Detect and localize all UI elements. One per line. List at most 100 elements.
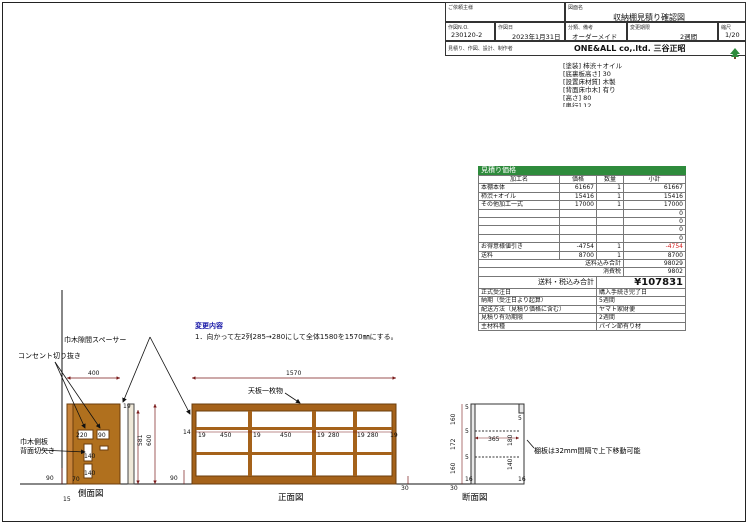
- tax-value: 9802: [623, 267, 686, 277]
- spacer-label: 巾木隙間スペーサー: [64, 335, 126, 344]
- dim-label: 16: [518, 476, 526, 483]
- dim-label: 5: [465, 404, 469, 411]
- estimate-header: 見積り価格: [478, 166, 686, 175]
- dim-label: 5: [465, 454, 469, 461]
- spec-item: [奥行] 12: [563, 102, 592, 107]
- maker-label: 見積り、作図、設計、制作者: [448, 46, 513, 52]
- dim-label: 160: [450, 413, 457, 425]
- table-header-row: 加工名 価格 数量 小計: [478, 174, 686, 185]
- front-opening: [195, 410, 393, 477]
- outlet-label: コンセント切り抜き: [18, 351, 81, 360]
- date-cell: 作図日 2023年1月31日: [495, 22, 565, 41]
- maker: ONE&ALL co,.ltd. 三谷正昭: [574, 44, 686, 53]
- dim-label: 450: [280, 432, 292, 439]
- dim-label: 140: [84, 453, 96, 460]
- leadtime-label: 変更期限: [630, 25, 651, 31]
- dim-label: 5: [518, 415, 522, 422]
- section-outline: [470, 403, 525, 485]
- shelf-board: [196, 427, 392, 430]
- side-panel: [66, 403, 121, 485]
- spec-item: [背面床巾木] 有り: [563, 86, 616, 94]
- vertical-divider: [248, 411, 252, 476]
- scale-cell: 縮尺 1/20: [718, 22, 746, 41]
- dim-label: 30: [401, 485, 409, 492]
- drawing-name-label: 図面名: [568, 5, 584, 11]
- dim-label: 16: [465, 476, 473, 483]
- change-text: 1．向かって左2列285→280にして全体1580を1570㎜にする。: [195, 333, 398, 341]
- shelf-board: [196, 452, 392, 455]
- dim-label: 172: [450, 438, 457, 450]
- change-title: 変更内容: [195, 322, 223, 330]
- spec-item: [高さ] 80: [563, 94, 592, 102]
- leader-line: [526, 439, 535, 449]
- date: 2023年1月31日: [512, 33, 561, 41]
- spacer-block: [99, 445, 109, 451]
- dim-label: 140: [84, 470, 96, 477]
- leadtime-cell: 変更期限 2週間: [627, 22, 718, 41]
- leader-line: [149, 336, 191, 415]
- change-note: 変更内容 1．向かって左2列285→280にして全体1580を1570㎜にする。: [195, 321, 398, 342]
- side-view-title: 側面図: [78, 488, 104, 499]
- leader-line: [39, 449, 86, 455]
- side-front-edge: [66, 403, 74, 485]
- drawing-no-cell: 作図N.O. 230120-2: [445, 22, 495, 41]
- total-row: 送料・税込み合計¥107831: [478, 275, 686, 289]
- category-label: 分類、備考: [568, 25, 594, 31]
- dim-label: 30: [450, 485, 458, 492]
- baseboard-label-line2: 背面切欠き: [20, 446, 55, 455]
- column-header: 小計: [623, 174, 686, 185]
- category: オーダーメイド: [572, 33, 618, 41]
- dim-label: 19: [357, 432, 365, 439]
- dim-label: 180: [507, 434, 514, 446]
- section-back: [470, 403, 476, 485]
- leader-line: [54, 361, 86, 429]
- tree-logo-icon: [729, 44, 741, 63]
- section-view-title: 断面図: [462, 492, 488, 503]
- front-dims: 1570 14 19 450 19 450 19 280 19 280 19 9…: [170, 370, 409, 492]
- dim-label: 581: [137, 434, 144, 446]
- dim-label: 19: [253, 432, 261, 439]
- outlet-cutout: [96, 429, 110, 440]
- front-view-title: 正面図: [278, 493, 304, 503]
- info-row: 主材料種パイン節有り材: [478, 321, 686, 331]
- spec-item: [設置床材質] 木製: [563, 78, 616, 86]
- shelf-note: 棚板は32mm間隔で上下移動可能: [534, 446, 641, 455]
- section-dims: 365 5 160 172 160 5 5 16 5 180 140 16 30: [450, 404, 526, 492]
- dim-label: 70: [72, 476, 80, 483]
- dim-label: 90: [170, 475, 178, 482]
- section-top-lip: [518, 403, 525, 414]
- dim-label: 19: [123, 403, 131, 410]
- top-board-label: 天板一枚物: [248, 386, 283, 395]
- drawing-name: 収納棚見積り確認図: [613, 13, 685, 22]
- date-label: 作図日: [498, 25, 514, 31]
- maker-cell: 見積り、作図、設計、制作者 ONE&ALL co,.ltd. 三谷正昭: [445, 41, 746, 59]
- side-view: [61, 376, 157, 485]
- dim-label: 15: [63, 496, 71, 503]
- vertical-divider: [353, 411, 357, 476]
- client-label: ご依頼主様: [448, 5, 474, 11]
- dim-label: 600: [146, 434, 153, 446]
- outlet-cutout: [77, 429, 94, 440]
- client-cell: ご依頼主様: [445, 2, 565, 22]
- leader-line: [284, 392, 301, 404]
- info-value: パイン節有り材: [596, 321, 686, 331]
- dim-label: 280: [328, 432, 340, 439]
- dim-label: 400: [88, 370, 100, 377]
- drawing-name-cell: 図面名 収納棚見積り確認図: [565, 2, 746, 22]
- scale-label: 縮尺: [721, 25, 732, 31]
- dim-label: 450: [220, 432, 232, 439]
- dim-label: 1570: [286, 370, 301, 377]
- dim-label: 19: [317, 432, 325, 439]
- spec-list: [塗装] 柿渋＋オイル [底裏板高さ] 30 [設置床材質] 木製 [背面床巾木…: [563, 62, 622, 107]
- dim-label: 365: [488, 436, 500, 443]
- vertical-divider: [312, 411, 316, 476]
- spec-item: [塗装] 柿渋＋オイル: [563, 62, 623, 70]
